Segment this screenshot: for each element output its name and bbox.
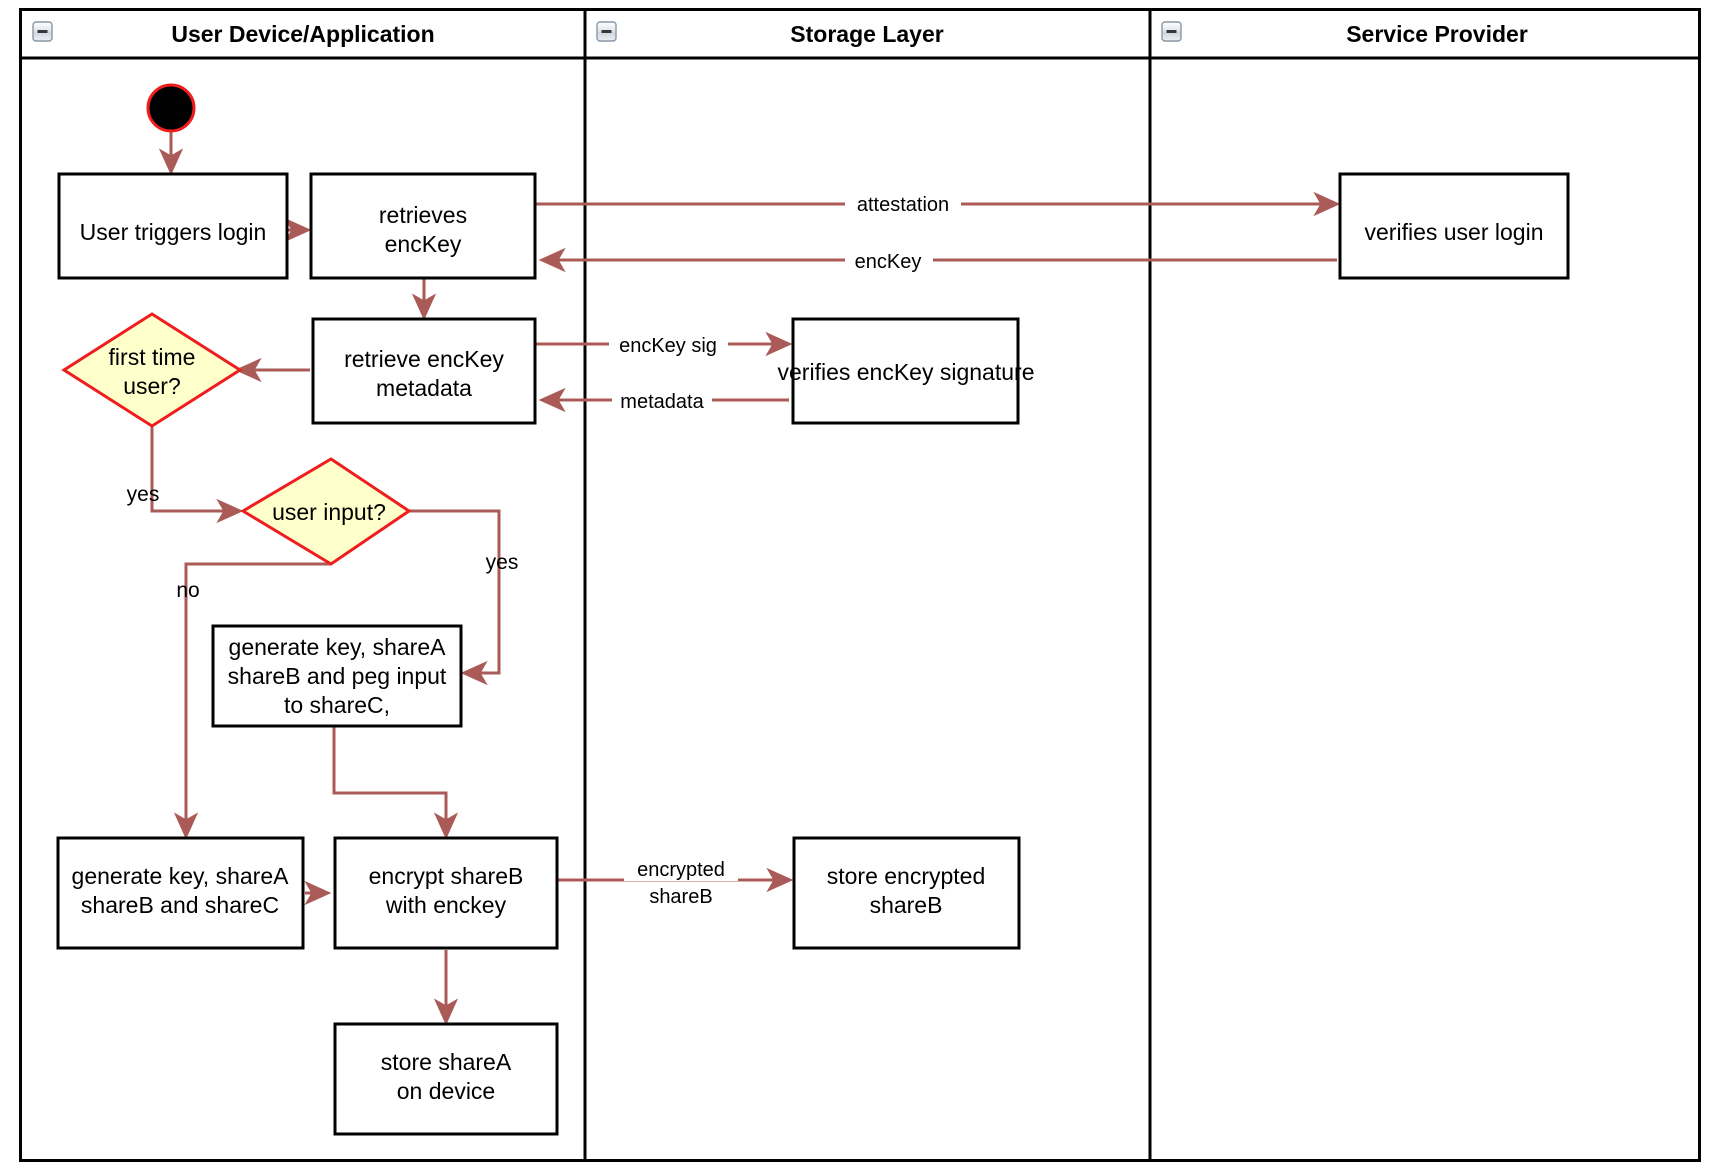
edge-firsttime-yes [150,412,244,524]
node-label-line2: metadata [376,375,472,401]
svg-text:encKey: encKey [855,251,922,273]
node-retrieve-enckey-metadata[interactable]: retrieve encKey metadata [311,317,537,425]
svg-text:attestation: attestation [857,194,949,216]
node-verifies-enckey-signature[interactable]: verifies encKey signature [778,317,1035,425]
lane-header-user: User Device/Application [32,21,435,47]
node-store-encrypted-shareb[interactable]: store encrypted shareB [792,836,1021,950]
node-label-line1: generate key, shareA [229,634,447,660]
edge-label-line2: shareB [649,886,712,908]
lane-title-user: User Device/Application [171,21,434,47]
node-store-sharea[interactable]: store shareA on device [333,1022,559,1136]
decision-label-line2: user? [123,373,181,399]
lane-title-provider: Service Provider [1346,21,1528,47]
edge-peg-to-encrypt [332,726,459,840]
node-label-line2: shareB and peg input [228,663,447,689]
edge-label-attestation: attestation [845,190,961,218]
node-label: verifies encKey signature [778,359,1035,385]
edge-label-line1: encrypted [637,859,725,881]
node-generate-peg[interactable]: generate key, shareA shareB and peg inpu… [211,624,463,728]
node-label-line2: encKey [385,231,462,257]
lane-header-storage: Storage Layer [596,21,944,47]
edge-userinput-yes [409,509,501,686]
node-label-line1: generate key, shareA [72,863,290,889]
node-generate-shares[interactable]: generate key, shareA shareB and shareC [56,836,305,950]
node-label-line3: to shareC, [284,692,390,718]
node-label-line2: on device [397,1078,495,1104]
node-label-line1: encrypt shareB [369,863,524,889]
node-label-line1: retrieves [379,202,467,228]
edge-userinput-no [173,562,331,840]
node-first-time-user-decision[interactable]: first time user? [61,312,243,428]
node-user-triggers-login[interactable]: User triggers login [57,172,289,280]
edge-label-enckey-sig: encKey sig [609,331,728,359]
decision-label-line1: first time [109,344,196,370]
guard-label-userinput-yes: yes [486,551,519,574]
edge-label-encrypted-shareb: encrypted shareB [624,855,738,908]
node-label-line2: shareB [870,892,943,918]
minus-icon-bar [1166,30,1177,33]
node-label: User triggers login [80,219,267,245]
node-label-line2: with enckey [385,892,507,918]
edge-label-metadata: metadata [612,387,712,415]
minus-icon-bar [601,30,612,33]
svg-text:metadata: metadata [620,391,704,413]
node-retrieves-enckey[interactable]: retrieves encKey [309,172,537,280]
diagram-frame [19,8,1701,1162]
svg-text:encKey sig: encKey sig [619,335,717,357]
lane-title-storage: Storage Layer [790,21,943,47]
decision-label: user input? [272,499,386,525]
minus-icon-bar [37,30,48,33]
lane-header-provider: Service Provider [1161,21,1528,47]
guard-label-firsttime-yes: yes [127,483,160,506]
node-encrypt-shareb[interactable]: encrypt shareB with enckey [333,836,559,950]
node-label: verifies user login [1365,219,1544,245]
node-user-input-decision[interactable]: user input? [240,457,412,566]
node-verifies-user-login[interactable]: verifies user login [1338,172,1570,280]
guard-label-userinput-no: no [176,579,199,602]
node-label-line1: retrieve encKey [344,346,504,372]
edge-label-enckey: encKey [845,247,933,275]
node-label-line2: shareB and shareC [81,892,279,918]
node-label-line1: store shareA [381,1049,512,1075]
node-label-line1: store encrypted [827,863,986,889]
initial-node [146,83,196,133]
